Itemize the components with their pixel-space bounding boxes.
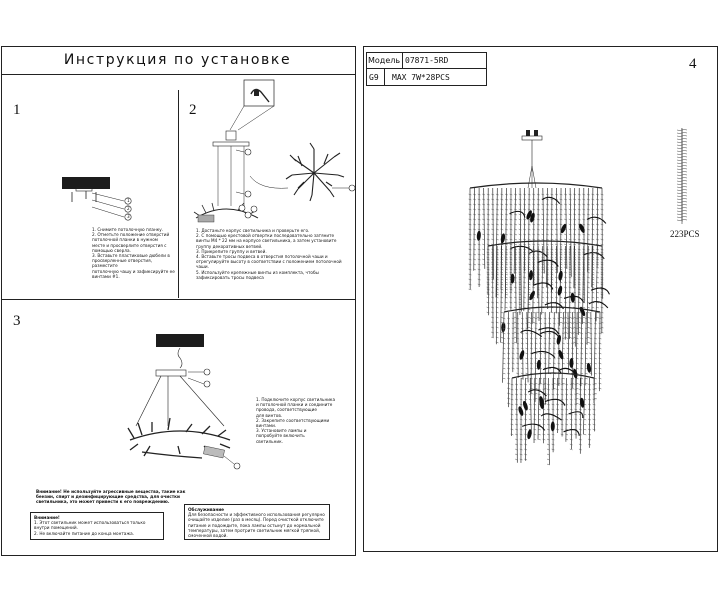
step2-instructions: 1. Достаньте корпус светильника и провер… [196, 228, 342, 280]
lamp-type: G9 [369, 73, 379, 82]
page-title: Инструкция по установке [63, 52, 292, 68]
safety-note-box: Внимание! 1. Этот светильник может испол… [30, 512, 164, 540]
step1-bracket-diagram [71, 187, 132, 221]
ceiling-plate [62, 177, 110, 189]
spec-table-hline [366, 68, 487, 69]
chandelier-drawing [468, 130, 610, 466]
right-panel [363, 46, 718, 552]
model-label: Модель [368, 56, 401, 65]
step1-callout-3: 3 [127, 214, 130, 219]
spec-table-vline-top [402, 52, 403, 68]
maintenance-note-label: Обслуживание [188, 507, 225, 512]
left-title-bar [1, 46, 356, 75]
step3-hanging-diagram [127, 347, 241, 470]
cleaning-warning: Внимание! Не используйте агрессивные вещ… [36, 489, 186, 505]
step-4-number: 4 [689, 56, 697, 72]
step-1-number: 1 [13, 102, 21, 118]
spec-table-vline-bottom [384, 68, 385, 86]
step1-callout-2: 2 [127, 206, 130, 211]
step-2-number: 2 [189, 102, 197, 118]
pieces-count: 223PCS [670, 229, 700, 239]
step-3-number: 3 [13, 313, 21, 329]
step2-assembly-diagram [193, 79, 356, 223]
crystal-strand-drawing [676, 128, 688, 224]
ceiling-canopy [156, 334, 204, 347]
left-panel [1, 46, 356, 556]
divider-horizontal [1, 299, 356, 300]
lamp-power: MAX 7W*28PCS [392, 73, 450, 82]
spec-table [366, 52, 487, 86]
step1-callout-1: 1 [127, 198, 130, 203]
safety-note-label: Внимание! [34, 515, 60, 520]
divider-vertical [178, 90, 179, 298]
step1-instructions: 1. Снимите потолочную планку.2. Отметьте… [92, 227, 175, 279]
model-value: 07871-5RD [405, 56, 449, 65]
maintenance-note-box: Обслуживание Для безопасности и эффектив… [184, 504, 330, 540]
